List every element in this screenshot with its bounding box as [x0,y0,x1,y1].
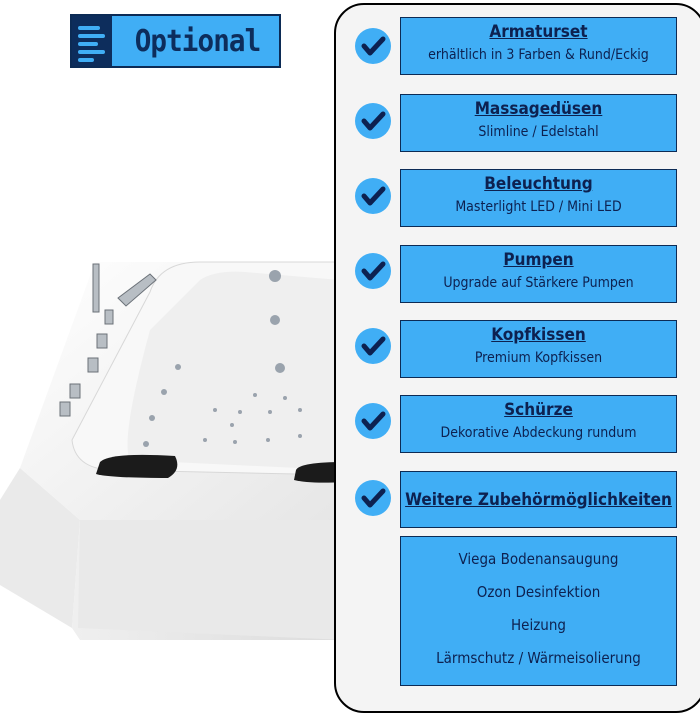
check-icon [355,480,391,516]
list-icon [72,16,112,66]
check-icon [355,178,391,214]
list-item: Ozon Desinfektion [476,583,601,601]
option-subtitle: Slimline / Edelstahl [478,124,599,140]
list-item: Lärmschutz / Wärmeisolierung [436,649,641,667]
option-subtitle: erhältlich in 3 Farben & Rund/Eckig [428,47,649,63]
option-title: Pumpen [503,250,574,270]
option-armaturset: Armaturset erhältlich in 3 Farben & Rund… [400,17,677,75]
check-icon [355,403,391,439]
check-icon [355,28,391,64]
option-title: Armaturset [489,22,588,42]
check-icon [355,328,391,364]
list-item: Heizung [511,616,566,634]
check-icon [355,253,391,289]
option-massageduesen: Massagedüsen Slimline / Edelstahl [400,94,677,152]
option-schuerze: Schürze Dekorative Abdeckung rundum [400,395,677,453]
check-icon [355,103,391,139]
option-title: Beleuchtung [484,174,593,194]
option-subtitle: Dekorative Abdeckung rundum [440,425,637,441]
option-subtitle: Premium Kopfkissen [474,350,603,366]
page-title: Optional [134,23,262,59]
option-kopfkissen: Kopfkissen Premium Kopfkissen [400,320,677,378]
whirlpool-bathtub-image [0,261,345,640]
option-pumpen: Pumpen Upgrade auf Stärkere Pumpen [400,245,677,303]
option-title: Kopfkissen [491,325,586,345]
optional-badge: Optional [70,14,281,68]
list-item: Viega Bodenansaugung [458,550,619,568]
option-title: Schürze [504,400,573,420]
option-subtitle: Upgrade auf Stärkere Pumpen [443,275,634,291]
option-subtitle: Masterlight LED / Mini LED [455,199,622,215]
extras-list: Viega Bodenansaugung Ozon Desinfektion H… [400,536,677,686]
option-weitere-zubehoer: Weitere Zubehörmöglichkeiten [400,471,677,528]
option-title: Weitere Zubehörmöglichkeiten [405,489,672,510]
option-title: Massagedüsen [474,99,603,119]
option-beleuchtung: Beleuchtung Masterlight LED / Mini LED [400,169,677,227]
